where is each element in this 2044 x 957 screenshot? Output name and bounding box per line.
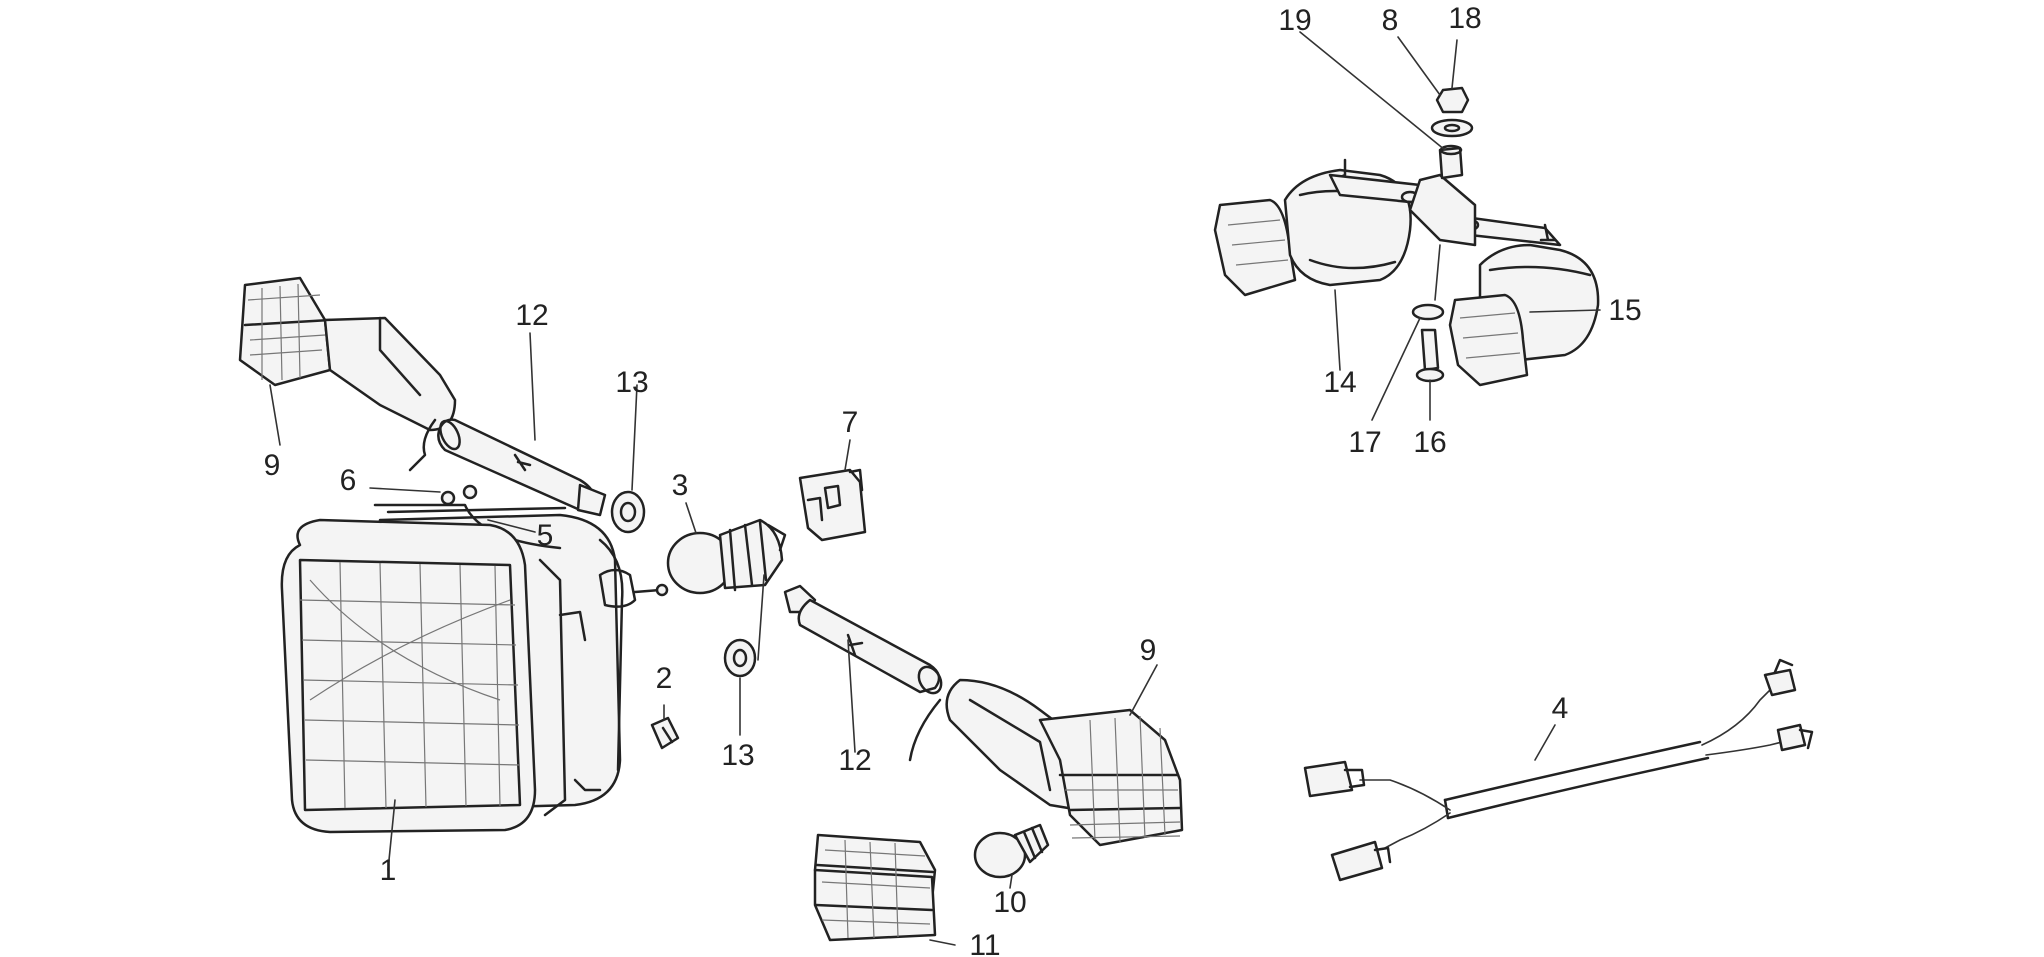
label-19: 19 — [1278, 4, 1311, 37]
label-2: 2 — [656, 662, 673, 695]
label-13-upper: 13 — [615, 366, 648, 399]
label-4: 4 — [1552, 692, 1569, 725]
label-9-right: 9 — [1140, 634, 1157, 667]
label-17: 17 — [1348, 426, 1381, 459]
bulb-3 — [666, 518, 787, 661]
lens-11 — [813, 833, 937, 942]
sleeve-lower — [723, 584, 943, 695]
label-8: 8 — [1382, 4, 1399, 37]
label-5: 5 — [537, 519, 554, 552]
label-3: 3 — [672, 469, 689, 502]
headlight-assembly — [280, 484, 669, 834]
label-12-upper: 12 — [515, 299, 548, 332]
connector-7 — [798, 468, 867, 542]
bulb-2 — [650, 716, 680, 750]
label-12-lower: 12 — [838, 744, 871, 777]
leader-lines — [269, 31, 1601, 946]
wiring-harness-4 — [1303, 658, 1814, 882]
label-9-left: 9 — [264, 449, 281, 482]
label-15: 15 — [1608, 294, 1641, 327]
horn-hardware — [1411, 86, 1474, 383]
indicator-right — [908, 678, 1184, 879]
horn-15 — [1408, 173, 1600, 387]
horn-14 — [1213, 158, 1442, 297]
sleeve-upper — [437, 418, 646, 534]
label-1: 1 — [380, 854, 397, 887]
label-7: 7 — [842, 406, 859, 439]
label-14: 14 — [1323, 366, 1356, 399]
label-16: 16 — [1413, 426, 1446, 459]
label-11: 11 — [969, 929, 1000, 957]
label-18: 18 — [1448, 2, 1481, 35]
label-6: 6 — [340, 464, 357, 497]
label-13-lower: 13 — [721, 739, 754, 772]
indicator-left — [238, 276, 457, 472]
callout-labels: 1 2 3 4 5 6 7 8 9 9 10 11 12 12 13 13 14… — [264, 2, 1642, 957]
label-10: 10 — [993, 886, 1026, 919]
